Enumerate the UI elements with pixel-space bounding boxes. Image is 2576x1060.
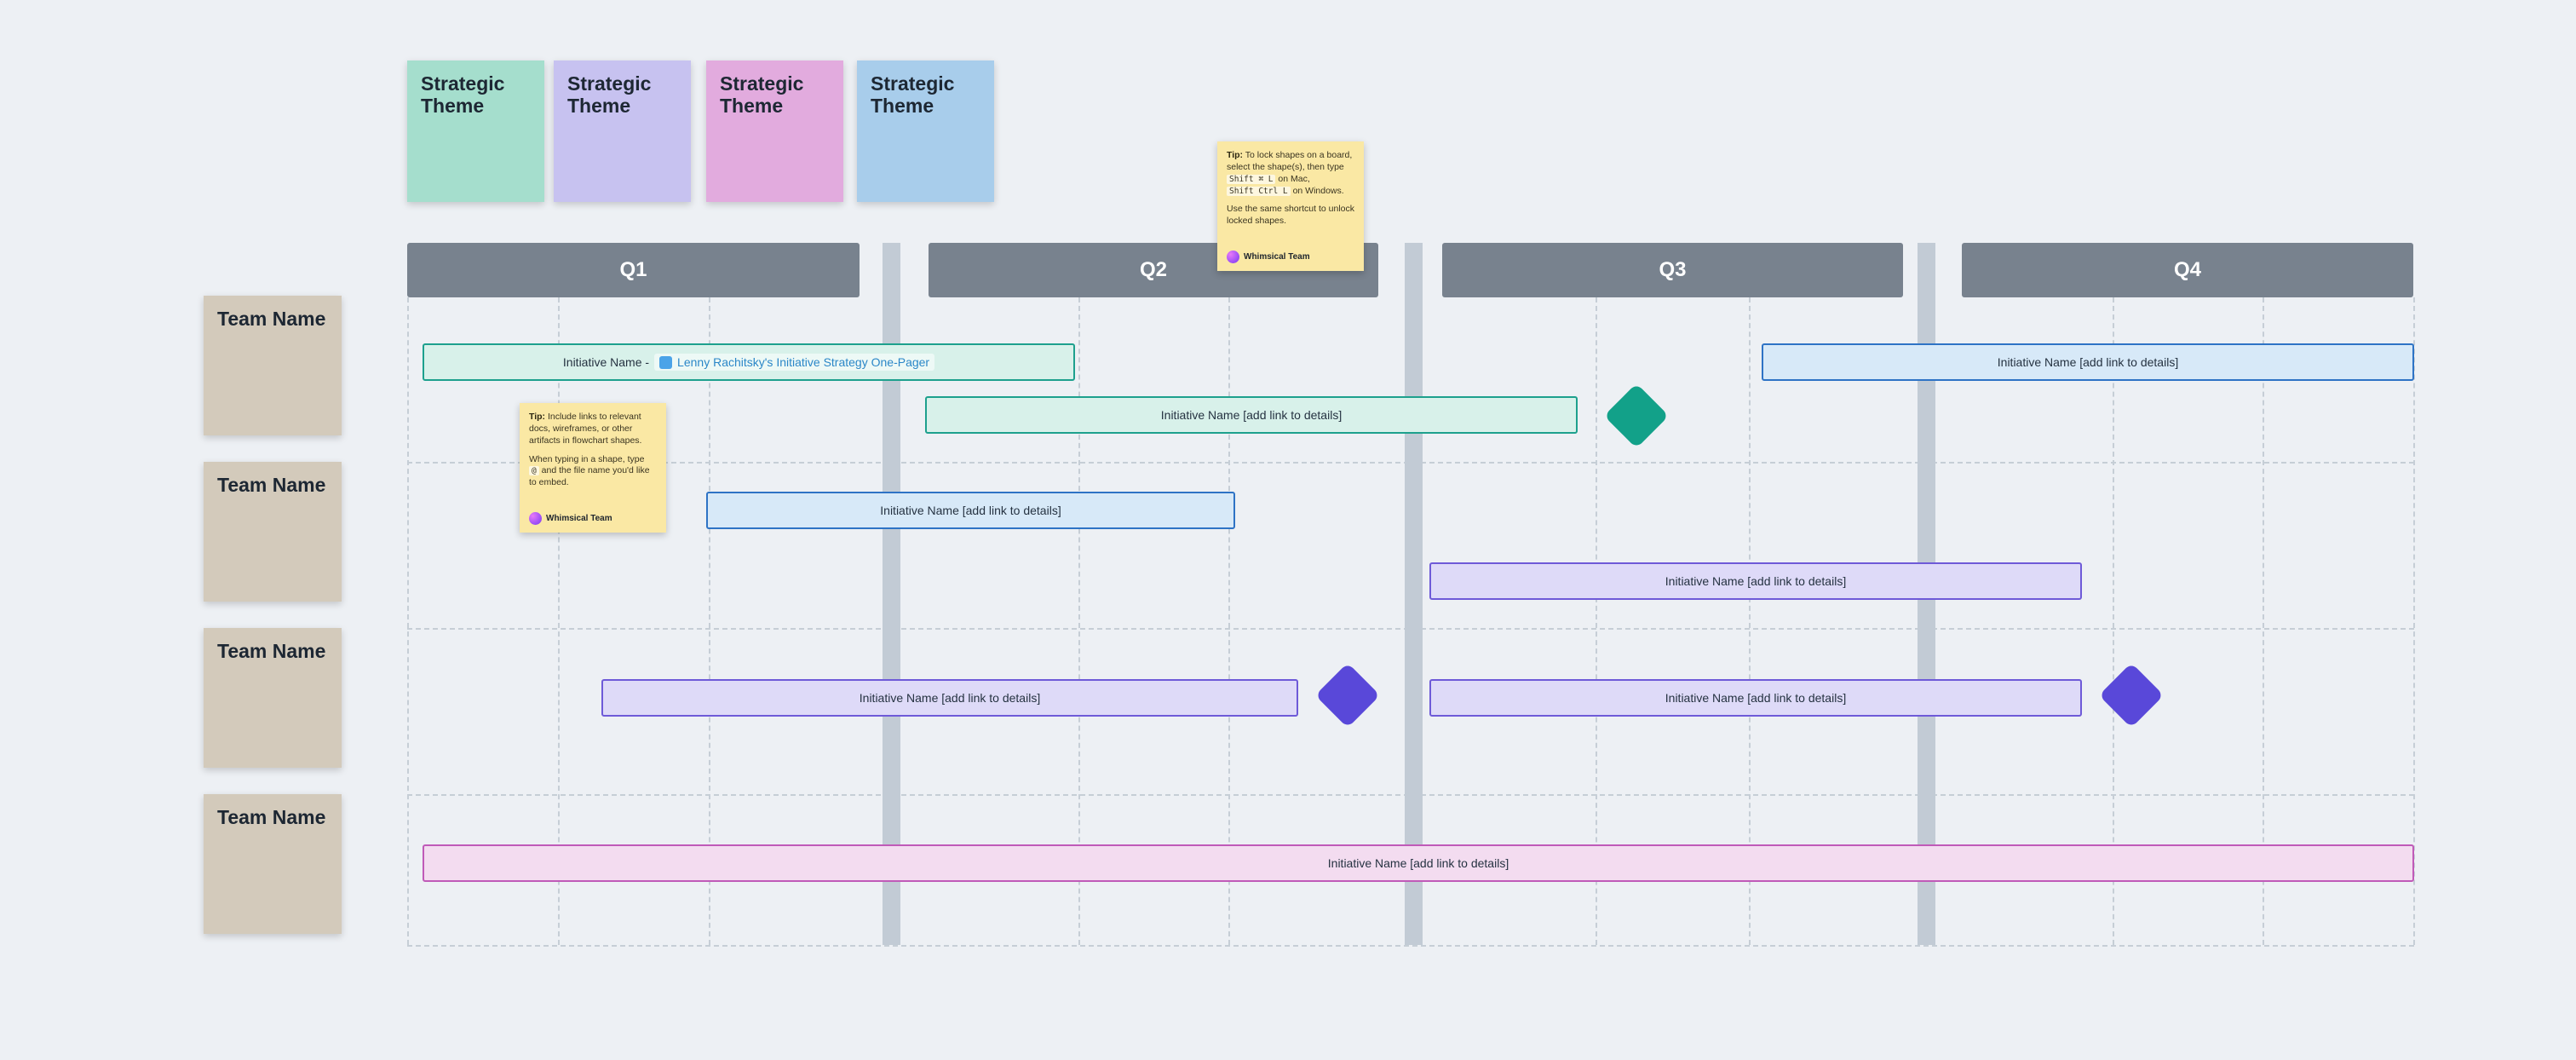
- tip-title: Tip:: [1227, 150, 1244, 160]
- initiative-label: Initiative Name [add link to details]: [859, 691, 1041, 705]
- tip-body: on Mac,: [1278, 173, 1310, 184]
- team-name-label: Team Name: [217, 474, 326, 496]
- tip-body: Include links to relevant docs, wirefram…: [529, 412, 642, 446]
- initiative-label: Initiative Name [add link to details]: [1665, 691, 1847, 705]
- quarter-label: Q4: [2173, 258, 2201, 281]
- lane-divider: [1405, 243, 1423, 945]
- whimsical-avatar-icon: [1227, 251, 1239, 263]
- initiative-bar[interactable]: Initiative Name [add link to details]: [1762, 343, 2414, 381]
- initiative-label: Initiative Name [add link to details]: [1997, 355, 2179, 369]
- initiative-label: Initiative Name [add link to details]: [1160, 408, 1343, 422]
- quarter-header-q4[interactable]: Q4: [1962, 243, 2413, 297]
- strategic-theme-label: Strategic Theme: [421, 72, 505, 118]
- initiative-bar[interactable]: Initiative Name [add link to details]: [423, 844, 2414, 882]
- initiative-label: Initiative Name [add link to details]: [1327, 856, 1509, 870]
- team-name-label: Team Name: [217, 640, 326, 662]
- tip-author-row: Whimsical Team: [529, 512, 657, 525]
- initiative-embedded-link[interactable]: Lenny Rachitsky's Initiative Strategy On…: [654, 354, 935, 371]
- initiative-label: Initiative Name -: [562, 355, 650, 369]
- grid-dashed-line-vertical: [1228, 297, 1230, 945]
- grid-dashed-line-vertical: [2413, 297, 2415, 945]
- sticky-note-tip-include-links[interactable]: Tip: Include links to relevant docs, wir…: [520, 403, 666, 533]
- grid-dashed-line-vertical: [1596, 297, 1597, 945]
- milestone-diamond-purple[interactable]: [1314, 662, 1381, 729]
- tip-body: Use the same shortcut to unlock locked s…: [1227, 204, 1354, 227]
- tip-body: and the file name you'd like to embed.: [529, 465, 650, 488]
- sticky-note-strategic-theme-1[interactable]: Strategic Theme: [407, 60, 544, 202]
- grid-dashed-line-vertical: [2263, 297, 2264, 945]
- sticky-note-strategic-theme-3[interactable]: Strategic Theme: [706, 60, 843, 202]
- tip-kbd-mac: Shift ⌘ L: [1227, 174, 1276, 184]
- tip-body: When typing in a shape, type @ and the f…: [529, 454, 657, 490]
- quarter-label: Q3: [1659, 258, 1687, 281]
- tip-title: Tip:: [529, 412, 546, 422]
- initiative-bar[interactable]: Initiative Name [add link to details]: [925, 396, 1578, 434]
- quarter-header-q3[interactable]: Q3: [1442, 243, 1903, 297]
- quarter-label: Q2: [1139, 258, 1167, 281]
- milestone-diamond-teal[interactable]: [1603, 383, 1670, 449]
- sticky-note-strategic-theme-4[interactable]: Strategic Theme: [857, 60, 994, 202]
- grid-dashed-line-horizontal: [407, 945, 2414, 947]
- tip-body: To lock shapes on a board, select the sh…: [1227, 150, 1353, 172]
- tip-author-name: Whimsical Team: [1244, 251, 1310, 262]
- initiative-bar[interactable]: Initiative Name [add link to details]: [706, 492, 1235, 529]
- tip-text: Tip: To lock shapes on a board, select t…: [1227, 150, 1354, 228]
- tip-body: When typing in a shape, type: [529, 453, 645, 464]
- team-name-label: Team Name: [217, 806, 326, 828]
- initiative-label: Initiative Name [add link to details]: [880, 504, 1061, 517]
- tip-author-name: Whimsical Team: [546, 513, 612, 523]
- initiative-bar[interactable]: Initiative Name [add link to details]: [1429, 679, 2082, 717]
- initiative-bar[interactable]: Initiative Name [add link to details]: [601, 679, 1298, 717]
- milestone-diamond-purple[interactable]: [2098, 662, 2165, 729]
- sticky-note-team-1[interactable]: Team Name: [204, 296, 342, 435]
- sticky-note-team-2[interactable]: Team Name: [204, 462, 342, 602]
- link-text: Lenny Rachitsky's Initiative Strategy On…: [677, 355, 930, 369]
- initiative-bar-linked[interactable]: Initiative Name - Lenny Rachitsky's Init…: [423, 343, 1075, 381]
- quarter-label: Q1: [619, 258, 647, 281]
- quarter-header-q1[interactable]: Q1: [407, 243, 860, 297]
- grid-dashed-line-vertical: [1749, 297, 1751, 945]
- initiative-bar[interactable]: Initiative Name [add link to details]: [1429, 562, 2082, 600]
- tip-author-row: Whimsical Team: [1227, 251, 1354, 263]
- lane-divider: [883, 243, 900, 945]
- tip-body: on Windows.: [1292, 185, 1344, 196]
- sticky-note-team-3[interactable]: Team Name: [204, 628, 342, 768]
- whimsical-avatar-icon: [529, 512, 542, 525]
- grid-dashed-line-vertical: [2113, 297, 2114, 945]
- sticky-note-tip-lock-shapes[interactable]: Tip: To lock shapes on a board, select t…: [1217, 141, 1364, 271]
- grid-dashed-line-vertical: [1078, 297, 1080, 945]
- initiative-label: Initiative Name [add link to details]: [1665, 574, 1847, 588]
- link-favicon-icon: [659, 355, 673, 369]
- sticky-note-team-4[interactable]: Team Name: [204, 794, 342, 934]
- strategic-theme-label: Strategic Theme: [567, 72, 652, 118]
- sticky-note-strategic-theme-2[interactable]: Strategic Theme: [554, 60, 691, 202]
- grid-dashed-line-vertical: [709, 297, 710, 945]
- grid-dashed-line-vertical: [407, 297, 409, 945]
- tip-kbd-win: Shift Ctrl L: [1227, 186, 1291, 196]
- strategic-theme-label: Strategic Theme: [871, 72, 955, 118]
- team-name-label: Team Name: [217, 308, 326, 330]
- tip-text: Tip: Include links to relevant docs, wir…: [529, 412, 657, 489]
- strategic-theme-label: Strategic Theme: [720, 72, 804, 118]
- tip-kbd-at: @: [529, 466, 539, 476]
- grid-dashed-line-vertical: [558, 297, 560, 945]
